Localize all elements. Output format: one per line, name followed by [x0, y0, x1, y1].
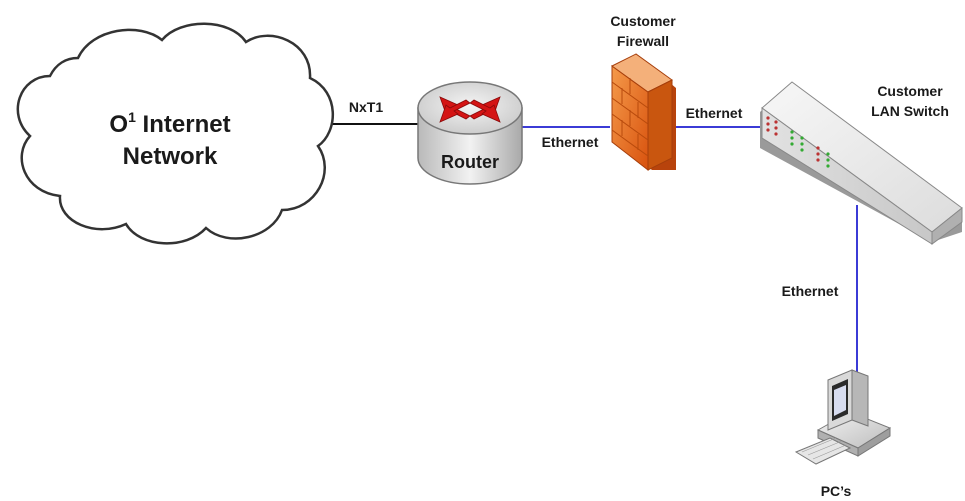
firewall-label-line2: Firewall [617, 33, 669, 49]
router-label: Router [441, 152, 499, 172]
switch-label-line1: Customer [877, 83, 943, 99]
router-arrows-icon [439, 96, 501, 123]
pc-label: PC’s [821, 483, 852, 499]
link-label-switch-pc: Ethernet [782, 283, 839, 299]
firewall-icon [611, 53, 676, 172]
pc-icon [794, 369, 892, 465]
internet-cloud [16, 22, 334, 245]
switch-port-leds [766, 116, 830, 168]
router-icon [417, 81, 523, 185]
lan-switch-icon [760, 81, 963, 245]
link-label-firewall-switch: Ethernet [686, 105, 743, 121]
firewall-label-line1: Customer [610, 13, 676, 29]
link-label-router-firewall: Ethernet [542, 134, 599, 150]
switch-label-line2: LAN Switch [871, 103, 949, 119]
link-label-nxt1: NxT1 [349, 99, 383, 115]
cloud-label-line1: O1 Internet [109, 109, 230, 138]
cloud-label-line2: Network [123, 143, 218, 170]
